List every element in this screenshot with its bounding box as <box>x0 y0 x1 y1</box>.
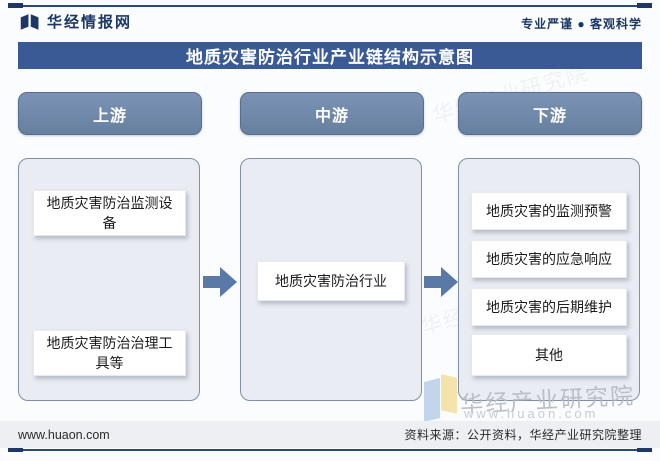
watermark-logo-blue-shape <box>424 378 440 422</box>
node-downstream-monitoring-warning: 地质灾害的监测预警 <box>471 192 627 230</box>
footer-source-note: 资料来源：公开资料，华经产业研究院整理 <box>404 428 642 442</box>
bottom-rule <box>8 449 652 451</box>
node-upstream-treatment-tools: 地质灾害防治治理工具等 <box>33 330 186 376</box>
watermark-website: www.huaon.com <box>464 406 599 421</box>
stage-pill-midstream: 中游 <box>240 92 424 135</box>
top-rule-left-cap <box>8 3 23 8</box>
page-title: 地质灾害防治行业产业链结构示意图 <box>18 42 642 69</box>
brand: 华经情报网 <box>20 11 132 32</box>
stage-pill-upstream: 上游 <box>18 92 202 135</box>
top-rule <box>8 5 652 7</box>
node-midstream-industry: 地质灾害防治行业 <box>257 261 405 301</box>
node-downstream-later-maintenance: 地质灾害的后期维护 <box>471 288 627 326</box>
footer: www.huaon.com 资料来源：公开资料，华经产业研究院整理 <box>0 421 660 448</box>
top-rule-right-cap <box>637 3 652 8</box>
footer-website: www.huaon.com <box>18 427 110 442</box>
node-downstream-emergency-response: 地质灾害的应急响应 <box>471 240 627 278</box>
arrow-midstream-to-downstream-icon <box>424 267 458 297</box>
huajing-logo-icon <box>20 13 40 31</box>
brand-name: 华经情报网 <box>47 14 133 31</box>
bottom-rule-left-cap <box>8 447 23 452</box>
bottom-rule-right-cap <box>637 447 652 452</box>
watermark-logo-yellow-shape <box>441 374 457 414</box>
stage-pill-downstream: 下游 <box>458 92 642 135</box>
arrow-upstream-to-midstream-icon <box>203 267 237 297</box>
node-upstream-monitoring-equipment: 地质灾害防治监测设备 <box>33 190 186 236</box>
node-downstream-other: 其他 <box>471 334 627 376</box>
tagline: 专业严谨 ● 客观科学 <box>521 17 642 31</box>
